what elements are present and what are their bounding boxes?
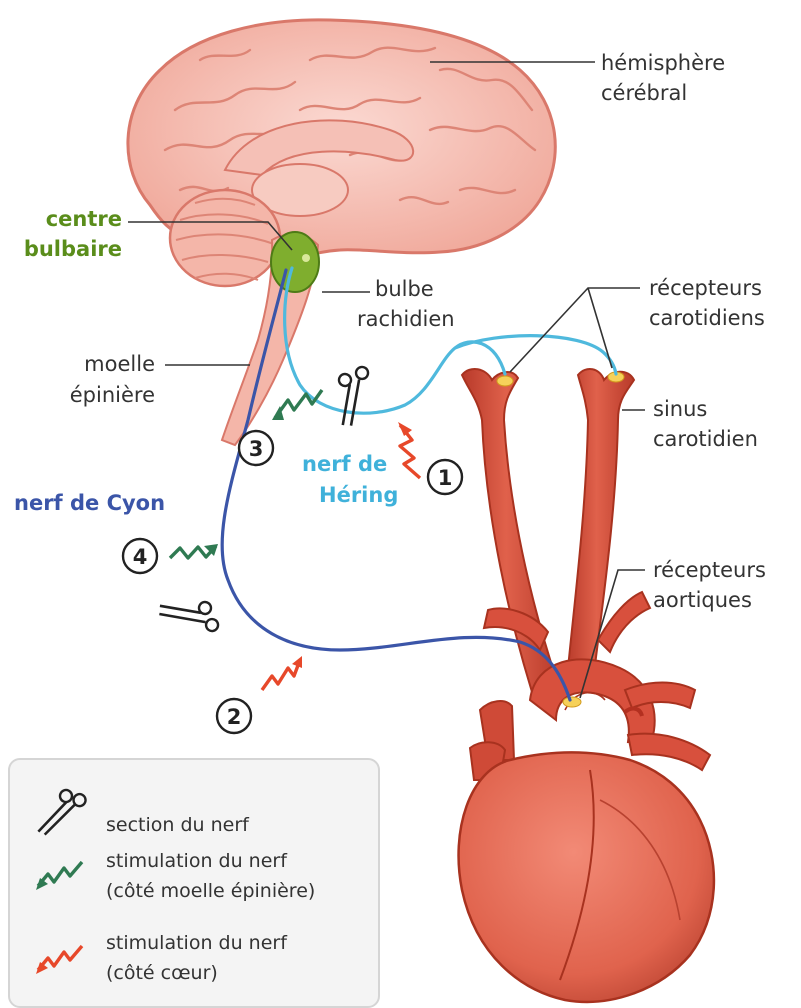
label-bulbaire: bulbaire [24, 237, 122, 261]
label-centre: centre [46, 207, 122, 231]
legend-stim-moelle-line1: stimulation du nerf [106, 846, 287, 876]
legend-stim-coeur-line2: (côté cœur) [106, 958, 218, 988]
number-badge-3: 3 [239, 431, 273, 465]
scissors-icon [34, 784, 94, 844]
label-hering: Héring [319, 483, 398, 507]
centre-bulbaire [271, 232, 319, 292]
label-carotidien: carotidien [653, 427, 758, 451]
label-aortiques: aortiques [653, 588, 752, 612]
label-carotidiens: carotidiens [649, 306, 765, 330]
legend-section-label: section du nerf [106, 810, 249, 840]
scissors-icon [333, 366, 376, 427]
legend: section du nerf stimulation du nerf (côt… [8, 758, 380, 1008]
label-epiniere: épinière [70, 383, 155, 407]
label-hemisphere-2: cérébral [601, 81, 687, 105]
label-rachidien: rachidien [357, 307, 455, 331]
label-bulbe: bulbe [375, 277, 434, 301]
label-hemisphere: hémisphère [601, 51, 725, 75]
stimulation-moelle-icon [34, 852, 86, 892]
number-badge-1: 1 [428, 460, 462, 494]
legend-stim-coeur-line1: stimulation du nerf [106, 928, 287, 958]
stimulation-coeur-icon [34, 936, 86, 976]
scissors-icon [158, 596, 219, 639]
number-badge-4: 4 [123, 539, 157, 573]
label-sinus: sinus [653, 397, 707, 421]
label-recepteurs-carotidiens: récepteurs [649, 276, 762, 300]
svg-text:1: 1 [438, 466, 453, 490]
svg-text:2: 2 [227, 705, 242, 729]
svg-text:4: 4 [133, 545, 148, 569]
label-nerf-de-cyon: nerf de Cyon [14, 491, 165, 515]
carotid-arteries [462, 369, 650, 692]
label-nerf-de: nerf de [302, 452, 387, 476]
heart [459, 659, 714, 1001]
nerf-de-hering-line [285, 268, 616, 413]
svg-text:3: 3 [249, 437, 264, 461]
legend-stim-moelle-line2: (côté moelle épinière) [106, 876, 315, 906]
heart-body [459, 752, 714, 1001]
number-badge-2: 2 [217, 699, 251, 733]
label-recepteurs-aortiques: récepteurs [653, 558, 766, 582]
label-moelle: moelle [84, 352, 155, 376]
cerebellum [170, 190, 280, 286]
